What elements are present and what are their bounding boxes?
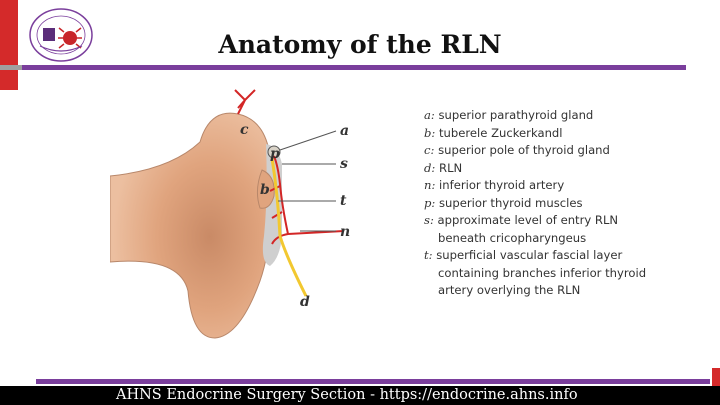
legend-item: containing branches inferior thyroid (424, 265, 674, 283)
legend-key: p: (424, 195, 436, 210)
legend-text: superior thyroid muscles (435, 195, 583, 210)
legend-item: s: approximate level of entry RLN (424, 212, 674, 230)
legend-key: b: (424, 125, 436, 140)
thyroid-lobe (110, 112, 272, 339)
title-divider (0, 65, 686, 70)
legend-text: beneath cricopharyngeus (438, 230, 587, 245)
label-a: a (340, 123, 349, 139)
legend-item: c: superior pole of thyroid gland (424, 142, 674, 160)
legend-item: b: tuberele Zuckerkandl (424, 125, 674, 143)
legend-item: artery overlying the RLN (424, 282, 674, 300)
legend-key: a: (424, 108, 435, 122)
ahns-logo (29, 8, 93, 62)
legend-item: p: superior thyroid muscles (424, 195, 674, 213)
legend-item: d: RLN (424, 160, 674, 178)
legend-key: d: (424, 160, 436, 175)
title-divider-left (0, 65, 22, 70)
label-c: c (240, 122, 249, 138)
legend-key: s: (424, 213, 434, 227)
slide-title: Anatomy of the RLN (218, 30, 502, 59)
superior-thyroid-vessels (234, 89, 256, 115)
label-n: n (340, 224, 350, 240)
label-b: b (260, 182, 270, 198)
legend-key: c: (424, 143, 435, 157)
label-p: p (270, 146, 280, 162)
footer-text: AHNS Endocrine Surgery Section - https:/… (116, 387, 578, 403)
legend-key: n: (424, 178, 436, 192)
legend-text: inferior thyroid artery (435, 178, 565, 192)
tubercle-zuckerkandl (256, 169, 275, 209)
footer-divider (36, 379, 710, 384)
legend-text: tuberele Zuckerkandl (435, 125, 563, 140)
label-t: t (340, 193, 347, 209)
label-leader-lines (278, 130, 337, 232)
footer-bar: AHNS Endocrine Surgery Section - https:/… (0, 386, 720, 405)
legend-text: superior pole of thyroid gland (434, 143, 610, 157)
legend-text: containing branches inferior thyroid (438, 265, 647, 280)
legend-item: a: superior parathyroid gland (424, 107, 674, 125)
legend-key: t: (424, 248, 433, 262)
legend-item: t: superficial vascular fascial layer (424, 247, 674, 265)
legend-item: n: inferior thyroid artery (424, 177, 674, 195)
legend-item: beneath cricopharyngeus (424, 230, 674, 248)
legend-text: artery overlying the RLN (438, 283, 581, 297)
legend-text: approximate level of entry RLN (433, 213, 619, 227)
legend-text: RLN (435, 160, 463, 175)
rln-anatomy-diagram: c p b a s t n d (110, 89, 350, 339)
legend-text: superficial vascular fascial layer (432, 248, 623, 262)
recurrent-laryngeal-nerve (270, 157, 308, 297)
legend-text: superior parathyroid gland (434, 108, 594, 122)
label-d: d (300, 294, 310, 310)
label-s: s (340, 156, 348, 172)
